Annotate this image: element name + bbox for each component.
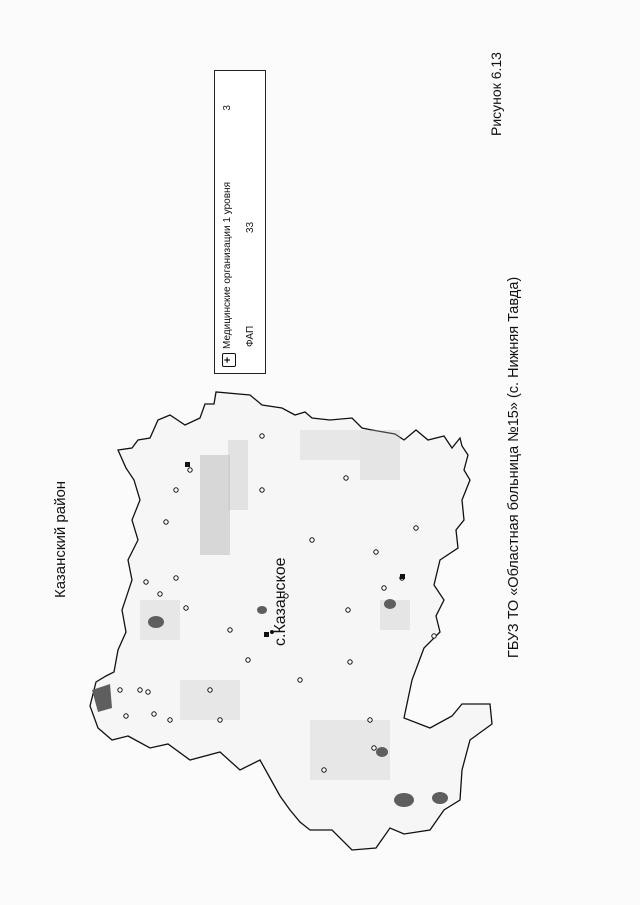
legend-label: ФАП [245,325,256,347]
hospital-caption: ГБУЗ ТО «Областная больница №15» (с. Ниж… [506,276,522,658]
figure-number: Рисунок 6.13 [488,52,504,136]
map-legend: + Медицинские организации 1 уровня 3 ФАП… [214,70,266,374]
fap-markers [117,433,437,773]
town-label: с.Казанское [272,557,289,646]
legend-count: 33 [245,221,256,233]
legend-count: 3 [222,105,233,111]
town-center-marker [270,630,274,634]
medical-cross-icon: + [222,353,236,367]
district-boundary [89,391,493,851]
map-title: Казанский район [52,480,69,598]
legend-label: Медицинские организации 1 уровня [222,182,233,349]
medical-org-markers [185,462,405,637]
dark-patches [92,599,448,807]
